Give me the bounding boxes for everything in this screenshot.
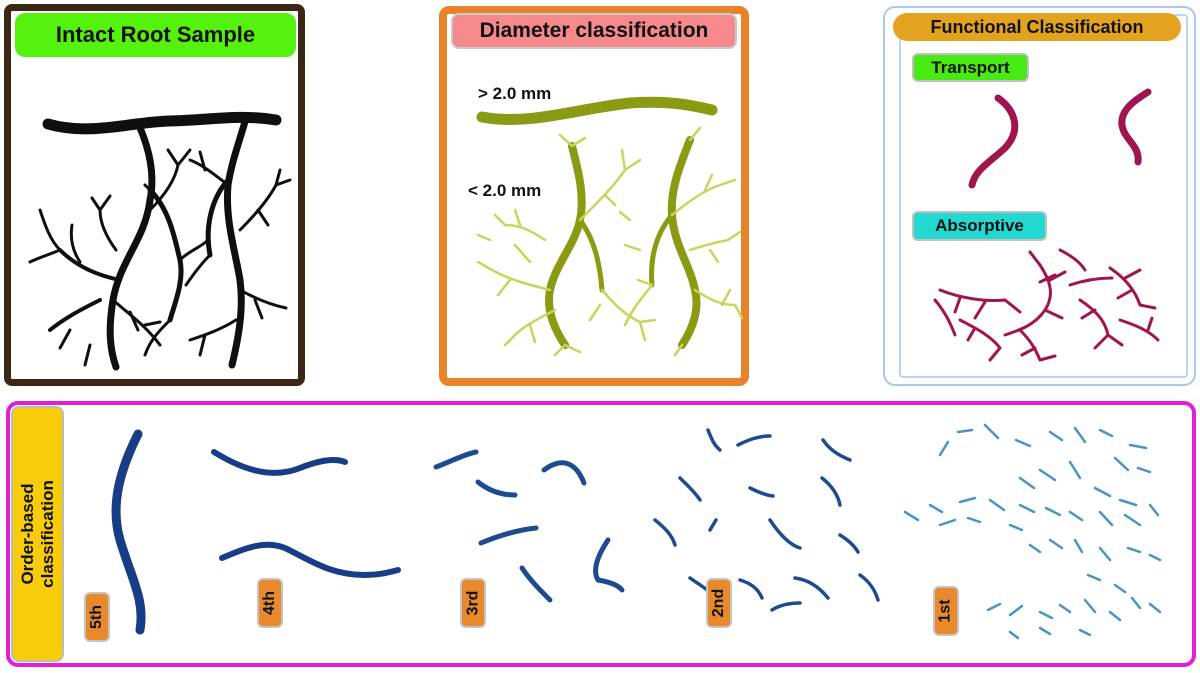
order-badge-5th: 5th: [84, 592, 110, 642]
functional-root-drawing: [933, 88, 1160, 362]
transport-root-left: [968, 94, 1019, 189]
order-badge-4th-text: 4th: [261, 591, 278, 615]
order-classification-panel: [6, 401, 1196, 667]
order-4th-root-lower: [219, 541, 401, 578]
order-root-drawing: [111, 423, 1162, 640]
order-badge-2nd: 2nd: [706, 578, 732, 628]
order-badge-1st-text: 1st: [937, 599, 954, 623]
order-classification-title-text: Order-based classification: [17, 480, 57, 588]
transport-root-right: [1118, 88, 1152, 166]
functional-classification-title: Functional Classification: [893, 13, 1181, 41]
intact-root-title: Intact Root Sample: [15, 13, 296, 57]
order-2nd-roots: [653, 428, 880, 612]
order-badge-5th-text: 5th: [88, 605, 105, 629]
order-classification-title: Order-based classification: [11, 406, 64, 662]
order-badge-3rd: 3rd: [460, 578, 486, 628]
order-1st-roots: [903, 423, 1162, 640]
transport-label: Transport: [912, 53, 1029, 82]
order-4th-root-upper: [211, 449, 348, 476]
order-3rd-roots: [433, 449, 625, 603]
absorptive-label: Absorptive: [912, 211, 1047, 241]
order-badge-4th: 4th: [257, 578, 283, 628]
order-5th-root: [111, 429, 146, 635]
order-badge-3rd-text: 3rd: [464, 590, 481, 616]
diameter-classification-title: Diameter classification: [451, 13, 737, 49]
thick-root-label: > 2.0 mm: [478, 84, 552, 103]
order-badge-1st: 1st: [933, 586, 959, 636]
diameter-root-drawing: [476, 96, 744, 357]
absorptive-roots: [933, 248, 1160, 362]
thin-root-label: < 2.0 mm: [468, 181, 542, 200]
order-badge-2nd-text: 2nd: [710, 588, 728, 618]
intact-root-drawing: [28, 111, 292, 371]
